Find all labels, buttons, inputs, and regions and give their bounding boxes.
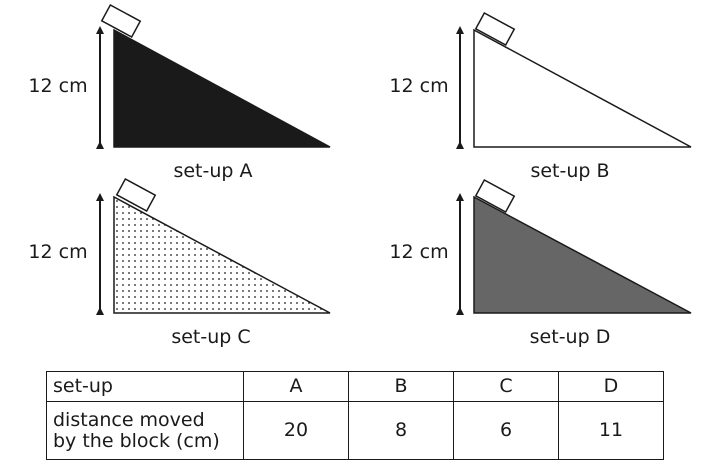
distance-b: 8 [348, 401, 454, 460]
setup-c-group: 12 cm set-up C [28, 177, 331, 348]
results-table: set-up A B C D distance moved by the blo… [46, 370, 664, 460]
ramp-b [473, 28, 692, 148]
block-b [474, 11, 516, 47]
distance-header-line1: distance moved [53, 408, 205, 431]
ramp-a [113, 28, 331, 148]
distance-header-line2: by the block (cm) [53, 429, 220, 452]
setup-label-a: set-up A [173, 160, 252, 182]
column-d-header: D [558, 370, 664, 403]
height-label-c: 12 cm [28, 241, 87, 263]
column-b-header: B [348, 370, 454, 403]
setup-header-cell: set-up [46, 370, 244, 403]
ramp-c [113, 195, 331, 314]
setup-label-d: set-up D [530, 326, 611, 348]
table-distance-row: distance moved by the block (cm) 20 8 6 … [46, 401, 664, 460]
setup-b-group: 12 cm set-up B [389, 11, 692, 182]
distance-a: 20 [243, 401, 349, 460]
column-a-header: A [243, 370, 349, 403]
ramps-figure: 12 cm set-up A 12 cm set-up B 12 cm set-… [28, 3, 692, 348]
distance-c: 6 [453, 401, 559, 460]
table-header-row: set-up A B C D [46, 370, 664, 403]
distance-d: 11 [558, 401, 664, 460]
block-c [115, 177, 157, 213]
setup-label-b: set-up B [530, 160, 609, 182]
block-d [474, 178, 516, 214]
height-label-b: 12 cm [389, 75, 448, 97]
block-a [100, 3, 142, 39]
setup-a-group: 12 cm set-up A [28, 3, 331, 182]
ramp-d [473, 195, 692, 314]
height-label-a: 12 cm [28, 75, 87, 97]
setup-label-c: set-up C [171, 326, 250, 348]
column-c-header: C [453, 370, 559, 403]
distance-header-cell: distance moved by the block (cm) [46, 401, 244, 460]
height-label-d: 12 cm [389, 241, 448, 263]
setup-d-group: 12 cm set-up D [389, 178, 692, 348]
